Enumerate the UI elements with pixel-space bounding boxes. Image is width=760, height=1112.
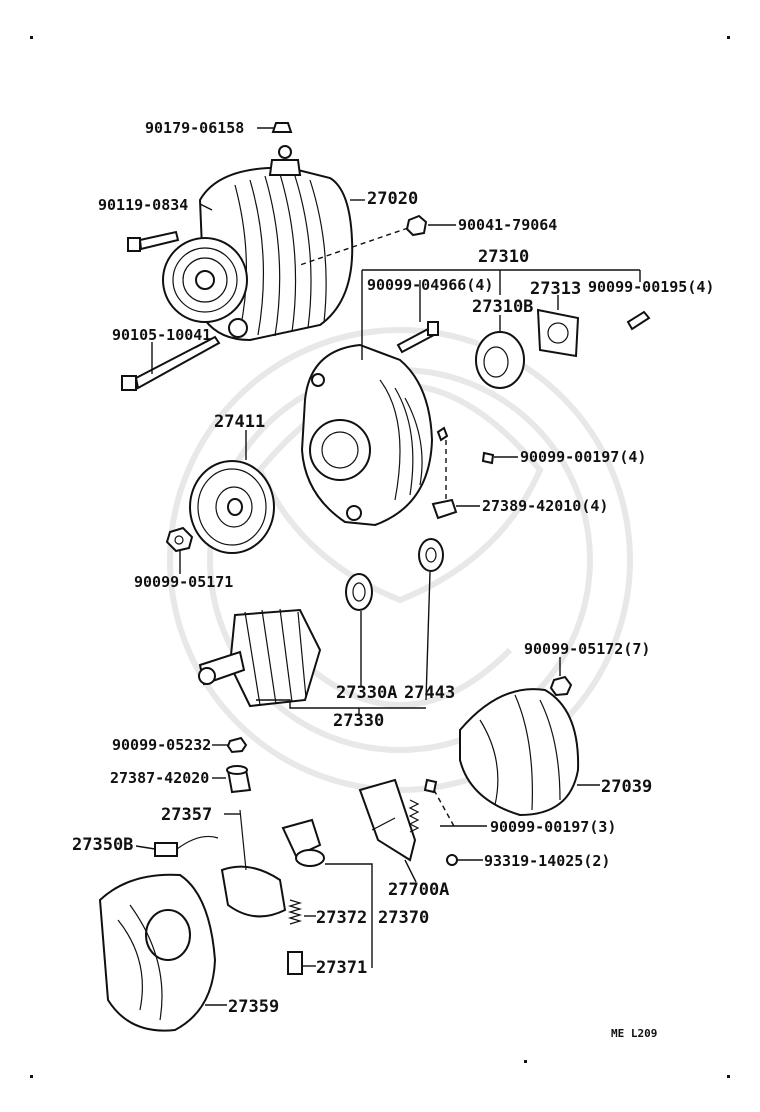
screw-90099-00197-3-part [423,778,438,794]
brush-27371-part [287,951,303,975]
through-bolt-90105-part [121,335,221,391]
leader-lines [135,127,641,1006]
label-27389-42010: 27389-42010(4) [482,497,608,515]
label-27371: 27371 [316,958,367,978]
screw-90099-00197-part [436,426,495,465]
label-93319-14025: 93319-14025(2) [484,852,610,870]
nut-90179-06158-part [271,122,293,133]
regulator-27700A-part [358,778,417,862]
label-27411: 27411 [214,412,265,432]
label-90119-083: 90119-0834 [98,196,188,214]
alternator-assembly [162,145,354,342]
rectifier-end-cover-27039-part [459,688,580,817]
insulator-27387-part [226,765,252,794]
brush-holder-27357-part [220,809,287,918]
label-90099-04966: 90099-04966(4) [367,276,493,294]
pulley-27411-part [189,460,275,554]
terminal-27350B-part [154,835,219,857]
label-27387-42020: 27387-42020 [110,769,209,787]
label-27020: 27020 [367,189,418,209]
label-90099-05171: 90099-05171 [134,573,233,591]
corner-marks [30,36,730,1078]
screw-90099-00195-part [626,310,651,331]
screw-90099-04966-part [396,321,439,354]
label-90105-10041: 90105-10041 [112,326,211,344]
label-27330: 27330 [333,711,384,731]
label-90099-05172: 90099-05172(7) [524,640,650,658]
bearing-27330A-part [345,573,373,611]
label-90099-05232: 90099-05232 [112,736,211,754]
collar-27389-part [431,498,458,520]
cover-27443-part [418,538,444,572]
label-27372: 27372 [316,908,367,928]
holder-27370-part [281,818,325,867]
label-90099-00197-3: 90099-00197(3) [490,818,616,836]
label-27313: 27313 [530,279,581,299]
label-27039: 27039 [601,777,652,797]
nut-90099-05172-part [549,675,573,697]
retainer-plate-27313-part [536,308,580,358]
rear-housing-27359-part [98,873,217,1032]
label-27310B: 27310B [472,297,533,317]
bolt-90119-part [127,230,180,252]
label-27359: 27359 [228,997,279,1017]
label-27443: 27443 [404,683,455,703]
bearing-27310B-part [475,331,525,389]
drive-end-frame [300,343,434,527]
spring-27372-part [287,899,303,925]
label-90099-00197-4: 90099-00197(4) [520,448,646,466]
part-labels: 90179-06158 27020 90119-0834 90041-79064… [72,119,714,1040]
label-90041-79064: 90041-79064 [458,216,557,234]
label-27370: 27370 [378,908,429,928]
regulator-spring [408,799,420,833]
label-27350B: 27350B [72,835,133,855]
nut-90099-05232-part [226,736,248,754]
label-27310: 27310 [478,247,529,267]
label-27357: 27357 [161,805,212,825]
rotor-27330-part [198,608,322,708]
nut-90041-79064-part [405,214,428,237]
diagram-code: ME L209 [611,1027,657,1040]
label-27330A: 27330A [336,683,397,703]
label-90179-06158: 90179-06158 [145,119,244,137]
label-27700A: 27700A [388,880,449,900]
label-90099-00195: 90099-00195(4) [588,278,714,296]
washer-93319-part [446,854,458,866]
nut-90099-05171-part [165,526,194,553]
